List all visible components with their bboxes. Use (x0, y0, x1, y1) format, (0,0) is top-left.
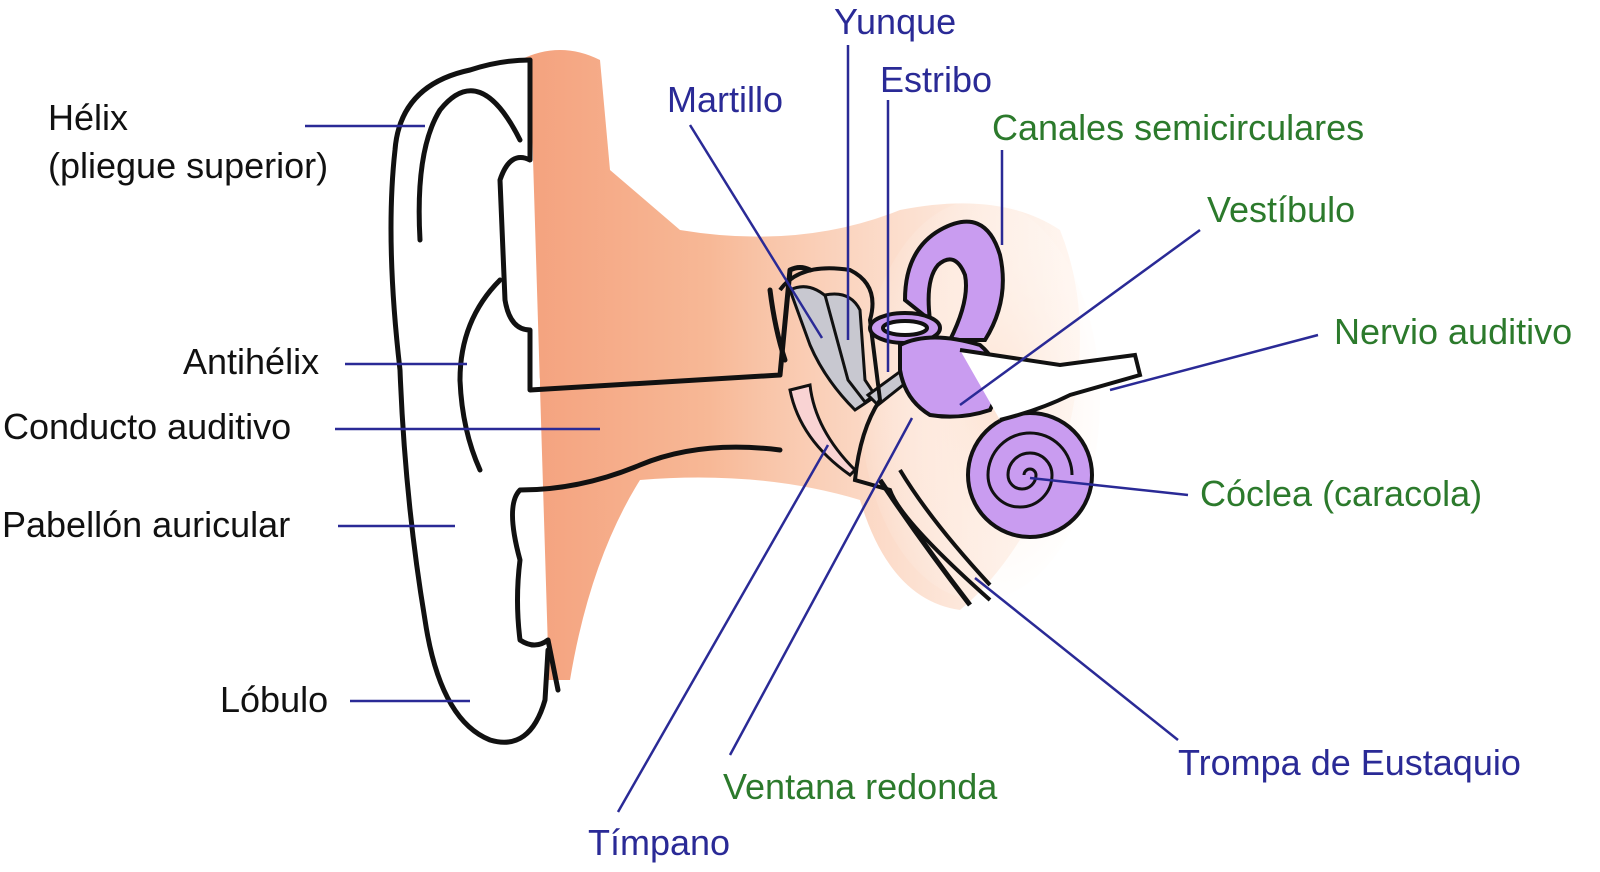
leader-vestibulo (959, 228, 1201, 407)
canal-upper (767, 287, 788, 363)
antihelix-fold (457, 277, 503, 473)
label-yunque: Yunque (834, 1, 957, 42)
helix-fold (416, 88, 523, 243)
label-vestibulo: Vestíbulo (1207, 189, 1356, 230)
label-pabellon: Pabellón auricular (2, 504, 291, 545)
leader-timpano (616, 444, 830, 813)
auditory-nerve (959, 348, 1143, 422)
label-ventana: Ventana redonda (723, 766, 998, 807)
leader-nervio (1109, 333, 1319, 392)
eustachian-tube (877, 478, 972, 607)
outer-ear (388, 57, 813, 745)
eardrum (788, 383, 858, 477)
label-antihelix: Antihélix (183, 341, 320, 382)
label-coclea: Cóclea (caracola) (1200, 473, 1483, 514)
label-timpano: Tímpano (588, 822, 731, 863)
leader-coclea (1029, 476, 1189, 497)
leader-martillo (688, 124, 824, 339)
leader-lines (305, 45, 1319, 813)
label-helix: Hélix (pliegue superior) (48, 98, 328, 186)
cochlea-spiral (986, 431, 1074, 509)
label-lobulo: Lóbulo (220, 679, 329, 720)
label-martillo: Martillo (667, 79, 784, 120)
inner-ear (868, 219, 1143, 539)
label-estribo: Estribo (880, 59, 993, 100)
pinna-outline (388, 57, 551, 745)
tragus (497, 57, 813, 393)
leader-trompa (974, 577, 1179, 741)
label-helix-line2: (pliegue superior) (48, 145, 329, 186)
leader-ventana (728, 417, 914, 756)
canal-lower (510, 444, 783, 693)
label-conducto: Conducto auditivo (3, 406, 292, 447)
label-trompa: Trompa de Eustaquio (1178, 742, 1521, 783)
label-canales: Canales semicirculares (992, 107, 1365, 148)
semicircular-canals (902, 219, 1005, 342)
label-nervio: Nervio auditivo (1334, 311, 1573, 352)
label-helix-line1: Hélix (48, 97, 129, 138)
